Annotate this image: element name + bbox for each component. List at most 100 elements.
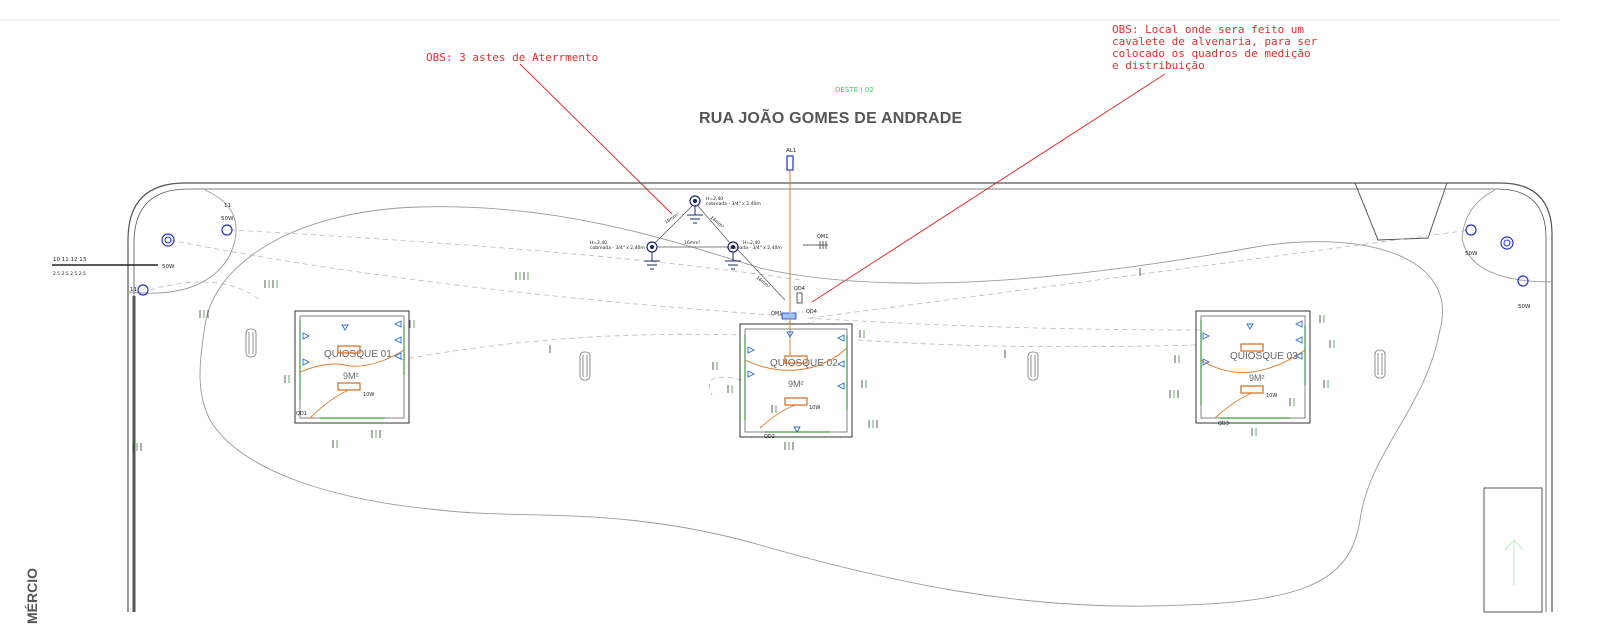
wall-light-icon bbox=[1240, 385, 1264, 394]
circuit-tick-icon bbox=[859, 330, 865, 338]
street-name: RUA JOÃO GOMES DE ANDRADE bbox=[699, 110, 963, 127]
left-bundle-sizes: 2.5 2.5 2.5 2.5 bbox=[53, 271, 86, 277]
note-masonry-cabinet: OBS: Local onde sera feito um cavalete d… bbox=[1112, 23, 1318, 72]
circuit-tick-icon bbox=[284, 375, 290, 383]
circuit-tick-group bbox=[132, 268, 1335, 451]
outlet-icon bbox=[836, 382, 845, 390]
circuit-tick-icon bbox=[332, 440, 338, 448]
dashed-circuit-routes bbox=[149, 229, 1471, 396]
lamp-power: 10W bbox=[809, 405, 820, 411]
circuit-tick-icon bbox=[515, 272, 529, 280]
light-pole-icon bbox=[137, 284, 149, 296]
tree-icon bbox=[245, 328, 257, 358]
circuit-tick-icon bbox=[712, 362, 718, 370]
tree-icon bbox=[1374, 349, 1386, 379]
outlet-icon bbox=[786, 331, 794, 338]
ground-rod-icon bbox=[687, 195, 703, 224]
circuit-tick-icon bbox=[1251, 428, 1257, 436]
leader-line-ground bbox=[519, 63, 673, 215]
outlet-icon bbox=[1294, 320, 1303, 328]
kiosk-panel: QD1 bbox=[296, 411, 307, 417]
circuit-tick-icon bbox=[868, 420, 878, 428]
outlet-icon bbox=[1294, 336, 1303, 344]
light-pole-icon bbox=[1517, 275, 1529, 287]
entrance-notch bbox=[1354, 182, 1448, 241]
outlet-icon bbox=[747, 346, 756, 354]
circuit-tick-icon bbox=[371, 430, 381, 438]
outlet-icon bbox=[393, 320, 402, 328]
qd4-label: QD4 bbox=[806, 309, 817, 315]
right-planter-curve bbox=[1461, 189, 1553, 283]
outlet-group bbox=[302, 320, 1303, 433]
ground-rod-icon bbox=[725, 241, 741, 270]
garden-path-outline bbox=[199, 206, 1443, 607]
lot-boundary bbox=[127, 182, 1553, 612]
pole-power-label: 50W bbox=[1465, 251, 1478, 257]
circuit-tick-icon bbox=[861, 380, 867, 388]
left-bundle-circuits: 10 11 12 13 bbox=[53, 257, 87, 263]
qm1-center-label: QM1 bbox=[771, 311, 782, 317]
wall-light-icon bbox=[784, 355, 808, 364]
kiosk-area: 9M² bbox=[788, 379, 804, 389]
light-pole-icon bbox=[221, 224, 233, 236]
lamp-power: 10W bbox=[1266, 393, 1277, 399]
circuit-tick-icon bbox=[1329, 340, 1335, 348]
outlet-icon bbox=[1202, 332, 1211, 340]
al1-label: AL1 bbox=[786, 148, 796, 154]
wall-light-icon bbox=[784, 397, 808, 406]
lamp-power: 10W bbox=[363, 392, 374, 398]
qm1-top-symbol bbox=[803, 241, 828, 249]
kiosk-03: QUIOSQUE 03 9M² 10W QD3 bbox=[1195, 310, 1311, 427]
light-pole-icon bbox=[161, 233, 175, 247]
kiosk-01: QUIOSQUE 01 9M² 10W QD1 bbox=[294, 310, 410, 424]
circuit-tick-icon bbox=[1169, 390, 1179, 398]
pole-id-label: 11 bbox=[130, 287, 137, 293]
outlet-icon bbox=[1246, 323, 1254, 330]
kiosk-02: QUIOSQUE 02 9M² 10W QD2 bbox=[739, 318, 853, 440]
wall-light-icon bbox=[337, 382, 361, 391]
pole-power-label: 50W bbox=[1518, 304, 1531, 310]
left-planter-curve bbox=[127, 189, 237, 294]
kiosk-panel: QD2 bbox=[764, 434, 775, 440]
outlet-icon bbox=[341, 324, 349, 331]
leader-line-masonry bbox=[811, 73, 1166, 303]
orientation-tag: OESTE | 02 bbox=[835, 86, 874, 94]
kiosk-name: QUIOSQUE 01 bbox=[324, 349, 392, 360]
circuit-tick-icon bbox=[264, 280, 278, 288]
circuit-tick-icon bbox=[727, 385, 733, 393]
outlet-icon bbox=[793, 426, 801, 433]
kiosk-name: QUIOSQUE 03 bbox=[1230, 351, 1298, 362]
outlet-icon bbox=[1202, 358, 1211, 366]
outlet-icon bbox=[393, 336, 402, 344]
circuit-tick-icon bbox=[409, 320, 415, 328]
circuit-tick-icon bbox=[1289, 398, 1295, 406]
circuit-tick-icon bbox=[1323, 380, 1329, 388]
cable-size-label: 16mm² bbox=[664, 211, 681, 225]
outlet-icon bbox=[302, 358, 311, 366]
service-rectangle bbox=[1483, 487, 1543, 613]
tree-icon bbox=[579, 351, 591, 381]
qd4-label: QD4 bbox=[794, 286, 805, 292]
circuit-tick-icon bbox=[784, 442, 794, 450]
outlet-icon bbox=[836, 360, 845, 368]
light-pole-icon bbox=[1465, 224, 1477, 236]
wall-light-icon bbox=[1240, 343, 1264, 352]
circuit-tick-icon bbox=[132, 443, 142, 451]
circuit-tick-icon bbox=[199, 310, 209, 318]
wall-light-icon bbox=[337, 345, 361, 354]
masonry-cabinet-outline bbox=[783, 311, 817, 325]
pole-id-label: 11 bbox=[224, 203, 231, 209]
outlet-icon bbox=[302, 332, 311, 340]
pole-power-label: 50W bbox=[162, 264, 175, 270]
outlet-icon bbox=[393, 352, 402, 360]
tree-icon bbox=[1027, 351, 1039, 381]
qm1-panel-symbol bbox=[781, 312, 797, 320]
ground-interconnect bbox=[654, 205, 786, 301]
kiosk-panel: QD3 bbox=[1218, 421, 1229, 427]
qd4-panel-symbol bbox=[796, 292, 803, 304]
kiosk-area: 9M² bbox=[1249, 373, 1265, 383]
circuit-tick-icon bbox=[1174, 355, 1180, 363]
